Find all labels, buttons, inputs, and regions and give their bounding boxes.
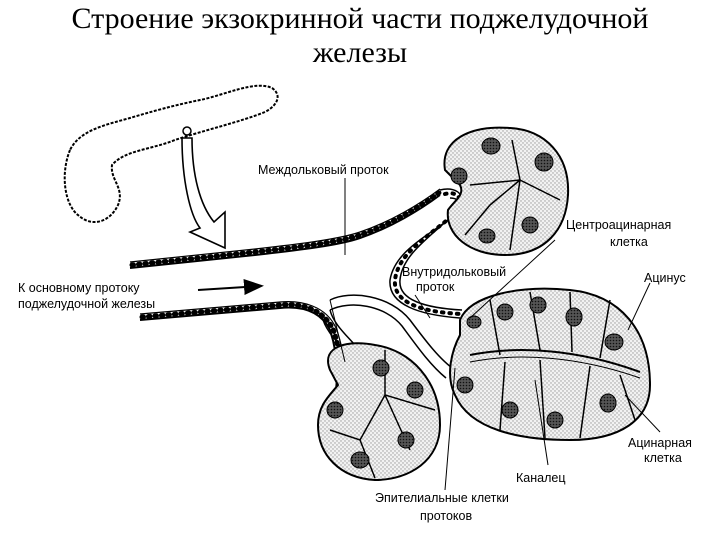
duct-epithelium-upper [129,189,443,268]
title-line-1: Строение экзокринной части поджелудочной [71,2,649,35]
duct-epithelium-lower [139,302,344,425]
leader-lines [329,178,661,491]
label-centroacinar-1: Центроацинарная [566,218,671,232]
label-acinus: Ацинус [644,271,686,285]
diagram-title: Строение экзокринной части поджелудочной… [0,2,720,70]
label-interlobular-duct: Междольковый проток [258,163,389,177]
main-duct-arrow [197,279,264,296]
label-epithelial-2: протоков [420,509,472,523]
acinus-bottom-left [316,342,442,482]
acinus-top [443,126,570,257]
acinus-large [449,287,652,442]
title-line-2: железы [312,36,408,69]
label-acinar-cell-2: клетка [644,451,682,465]
label-main-duct-1: К основному протоку [18,281,140,295]
pancreas-outline [63,84,279,224]
label-acinar-cell-1: Ацинарная [628,436,692,450]
intralobular-epithelium [392,191,463,316]
label-epithelial-1: Эпителиальные клетки [375,491,509,505]
label-centroacinar-2: клетка [610,235,648,249]
zoom-arrow [181,137,226,250]
label-canaliculus: Каналец [516,471,566,485]
label-intralobular-1: Внутридольковый [402,265,506,279]
label-main-duct-2: поджелудочной железы [18,297,155,311]
label-intralobular-2: проток [416,280,455,294]
